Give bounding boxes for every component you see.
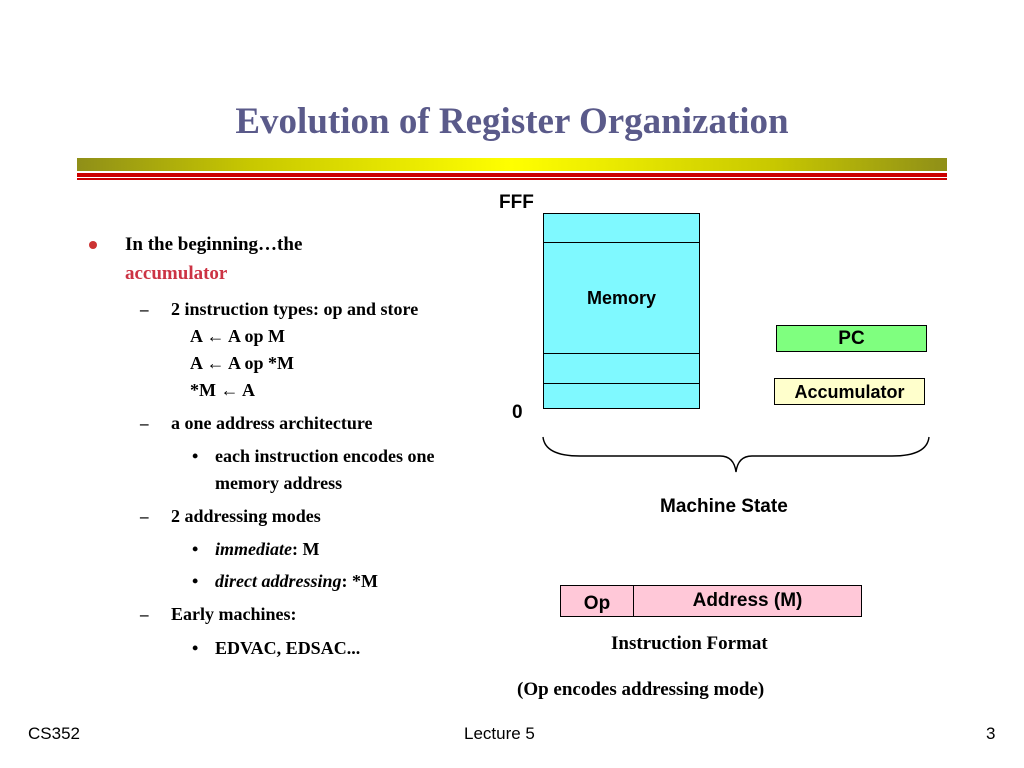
sub-item-encodes-line2: memory address: [215, 473, 343, 493]
memory-block: [543, 213, 700, 409]
mode-direct: direct addressing: *M: [215, 568, 378, 595]
footer-course: CS352: [28, 724, 80, 743]
early-machines-list: EDVAC, EDSAC...: [215, 638, 361, 658]
sub-bullet-addressing-modes: 2 addressing modes: [171, 506, 321, 526]
memory-divider: [543, 353, 700, 354]
mode-immediate-term: immediate: [215, 539, 292, 559]
title-rule-red-top: [77, 173, 947, 177]
sub-item-encodes-line1: each instruction encodes one: [215, 446, 435, 466]
footer-lecture: Lecture 5: [464, 724, 535, 743]
op-line-1: A ← A op M: [190, 326, 286, 346]
sub-bullet-one-address: a one address architecture: [171, 413, 373, 433]
op-line-2: A ← A op *M: [190, 353, 295, 373]
memory-top-address: FFF: [499, 192, 534, 213]
slide-title: Evolution of Register Organization: [235, 101, 789, 142]
accumulator-register: Accumulator: [774, 378, 925, 405]
memory-label: Memory: [586, 288, 657, 308]
title-rule-red-bottom: [77, 178, 947, 180]
instruction-format-caption: Instruction Format: [611, 633, 768, 654]
bullet-dot-icon: [89, 241, 97, 249]
dot-bullet-icon: •: [192, 446, 199, 466]
sub-bullet-early-machines: Early machines:: [171, 604, 297, 624]
dot-bullet-icon: •: [192, 539, 199, 559]
op-line-3: *M ← A: [190, 380, 255, 400]
memory-divider: [543, 383, 700, 384]
memory-divider: [543, 242, 700, 243]
dash-icon: –: [140, 507, 149, 526]
title-rule-yellow: [77, 158, 947, 171]
mode-immediate-rest: : M: [291, 539, 320, 559]
dot-bullet-icon: •: [192, 638, 199, 658]
mode-immediate: immediate: M: [215, 536, 319, 563]
footer-page-number: 3: [986, 724, 996, 743]
pc-label: PC: [838, 328, 865, 349]
machine-state-label: Machine State: [660, 496, 788, 517]
machine-state-brace-icon: [542, 436, 930, 473]
memory-bottom-address: 0: [512, 402, 523, 423]
instruction-address-label: Address (M): [692, 590, 803, 611]
mode-direct-term: direct addressing: [215, 571, 342, 591]
op-encoding-note: (Op encodes addressing mode): [517, 679, 765, 700]
instruction-op-label: Op: [583, 593, 611, 614]
instruction-op-field: Op: [560, 585, 634, 617]
dot-bullet-icon: •: [192, 571, 199, 591]
bullet-main-line1: In the beginning…the: [125, 234, 303, 255]
accumulator-label: Accumulator: [794, 382, 905, 402]
instruction-address-field: Address (M): [633, 585, 862, 617]
sub-bullet-instruction-types: 2 instruction types: op and store: [171, 299, 419, 319]
bullet-main-line2: accumulator: [125, 263, 228, 284]
dash-icon: –: [140, 414, 149, 433]
dash-icon: –: [140, 605, 149, 624]
mode-direct-rest: : *M: [341, 571, 378, 591]
pc-register: PC: [776, 325, 927, 352]
dash-icon: –: [140, 300, 149, 319]
